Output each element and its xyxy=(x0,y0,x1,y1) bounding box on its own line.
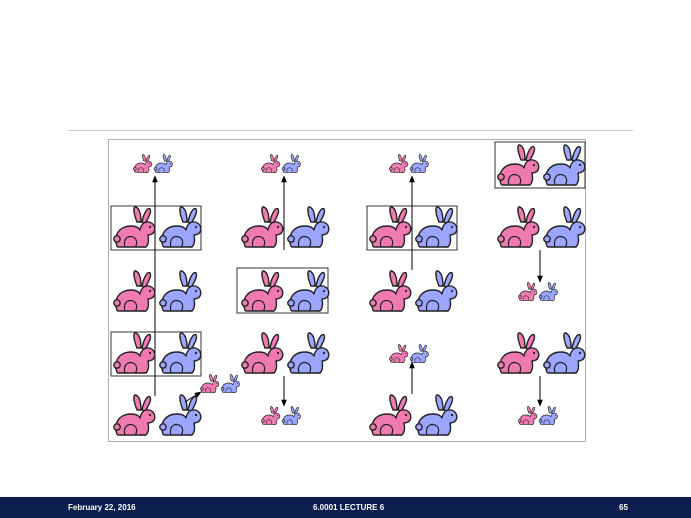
rabbit-pair-icon xyxy=(369,394,458,436)
baby-rabbit-pair-icon xyxy=(518,282,558,301)
rabbit-pair-icon xyxy=(497,144,586,186)
title-divider xyxy=(68,130,633,131)
baby-rabbit-pair-icon xyxy=(133,154,173,173)
footer-date: February 22, 2016 xyxy=(68,503,136,512)
arrow-icon xyxy=(184,391,202,403)
slide-footer: February 22, 2016 6.0001 LECTURE 6 65 xyxy=(0,497,691,518)
footer-lecture-title: 6.0001 LECTURE 6 xyxy=(313,503,385,512)
baby-rabbit-pair-icon xyxy=(389,154,429,173)
rabbit-pair-icon xyxy=(497,332,586,374)
baby-rabbit-pair-icon xyxy=(389,344,429,363)
rabbit-pair-icon xyxy=(113,206,202,248)
baby-rabbit-pair-icon xyxy=(261,154,301,173)
baby-rabbit-pair-icon xyxy=(261,406,301,425)
rabbit-pair-icon xyxy=(241,270,330,312)
page-number: 65 xyxy=(619,503,628,512)
baby-rabbit-pair-icon xyxy=(518,406,558,425)
rabbit-pair-icon xyxy=(113,394,202,436)
rabbit-pair-icon xyxy=(497,206,586,248)
rabbit-pair-icon xyxy=(113,332,202,374)
baby-rabbit-pair-icon xyxy=(200,374,240,393)
rabbit-pair-icon xyxy=(369,206,458,248)
rabbit-generations-diagram xyxy=(110,141,586,436)
rabbit-pair-icon xyxy=(113,270,202,312)
rabbit-pair-icon xyxy=(369,270,458,312)
rabbit-pair-icon xyxy=(241,332,330,374)
rabbit-pair-icon xyxy=(241,206,330,248)
rabbit-population-figure xyxy=(108,139,586,442)
